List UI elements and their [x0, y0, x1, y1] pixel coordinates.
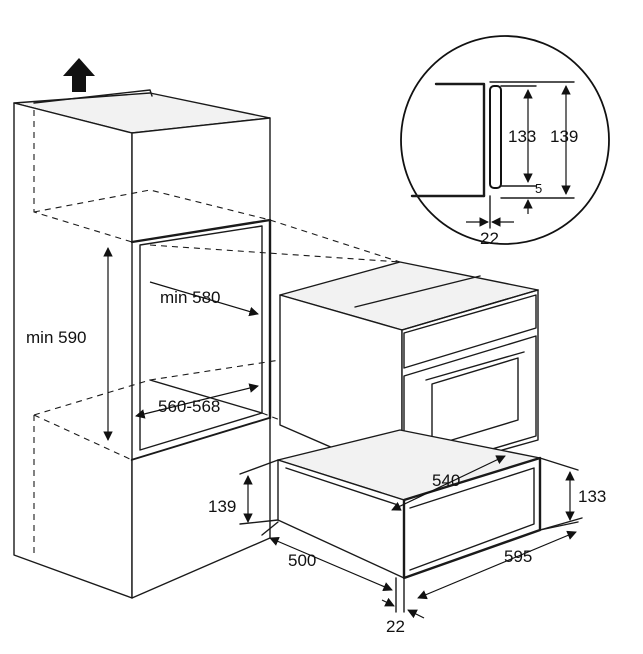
drawer-height-left-label: 139 — [208, 497, 236, 516]
detail-outer-height-label: 139 — [550, 127, 578, 146]
niche-width-label: 560-568 — [158, 397, 220, 416]
dim-540: 540 — [391, 455, 506, 511]
bottom-gap-label: 22 — [386, 617, 405, 636]
min-height-label: min 590 — [26, 328, 86, 347]
compact-oven — [279, 261, 539, 479]
detail-inner-height-label: 133 — [508, 127, 536, 146]
drawer-depth-label: 500 — [288, 551, 316, 570]
detail-circle: 133 139 5 22 — [400, 35, 610, 248]
drawer-inner-width-label: 540 — [432, 471, 460, 490]
dim-133-right: 133 — [539, 457, 606, 531]
dim-min-580: min 580 — [149, 281, 259, 317]
dim-560-568: 560-568 — [135, 383, 259, 419]
warming-drawer — [277, 429, 542, 580]
up-arrow-icon — [63, 58, 95, 92]
detail-offset-label: 5 — [535, 181, 542, 196]
dim-500: 500 — [261, 521, 405, 613]
dim-min-590: min 590 — [26, 247, 113, 441]
detail-gap-label: 22 — [480, 229, 499, 248]
drawer-height-right-label: 133 — [578, 487, 606, 506]
drawer-width-label: 595 — [504, 547, 532, 566]
dim-22-bottom: 22 — [381, 577, 425, 636]
min-depth-label: min 580 — [160, 288, 220, 307]
dim-139-left: 139 — [208, 459, 279, 525]
